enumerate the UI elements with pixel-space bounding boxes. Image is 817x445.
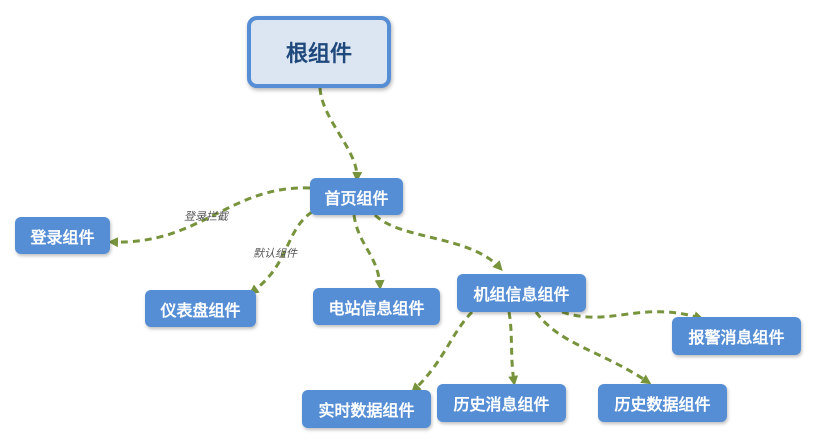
- node-realtime: 实时数据组件: [302, 390, 431, 428]
- edge-root-home: [318, 87, 363, 182]
- node-unit: 机组信息组件: [457, 274, 586, 312]
- edge-label-default-component: 默认组件: [253, 247, 297, 260]
- node-station: 电站信息组件: [313, 288, 440, 325]
- edge-home-login: [108, 186, 311, 248]
- edge-home-dashboard: [248, 210, 313, 295]
- node-history-data: 历史数据组件: [598, 384, 727, 422]
- node-home: 首页组件: [310, 178, 403, 215]
- edge-unit-realtime: [411, 310, 474, 393]
- edge-label-login-intercept: 登录拦截: [184, 210, 228, 223]
- node-dashboard: 仪表盘组件: [145, 290, 256, 327]
- edge-unit-historymsg: [507, 311, 519, 386]
- edge-unit-historydata: [534, 311, 652, 385]
- edge-home-unit: [373, 213, 503, 271]
- node-login: 登录组件: [15, 217, 110, 254]
- node-history-msg: 历史消息组件: [437, 384, 566, 422]
- node-alarm: 报警消息组件: [672, 317, 801, 355]
- edge-home-station: [352, 214, 385, 290]
- node-root: 根组件: [247, 16, 391, 88]
- edge-unit-alarm: [561, 310, 704, 322]
